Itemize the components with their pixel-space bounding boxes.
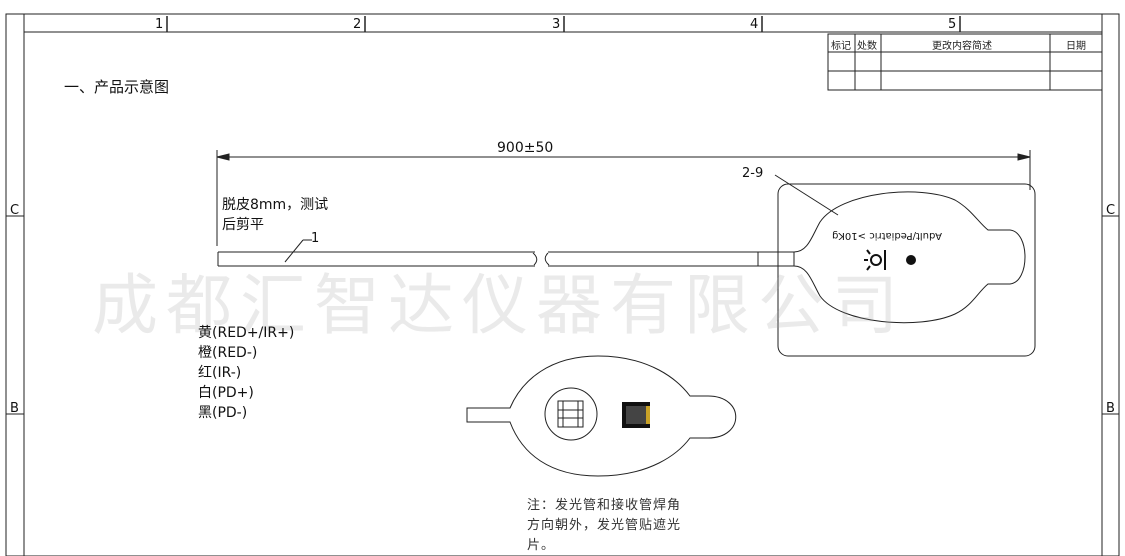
emitter-ring — [544, 387, 598, 441]
revision-header-description: 更改内容简述 — [932, 41, 992, 52]
wire-yellow: 黄(RED+/IR+) — [198, 325, 295, 341]
wire-orange: 橙(RED-) — [198, 345, 258, 361]
dimension-label: 900±50 — [497, 140, 554, 156]
sensor-callout — [774, 174, 839, 216]
sensor-size-label: Adult/Pediatric >10Kg — [832, 230, 942, 241]
zone-number-2: 2 — [353, 17, 362, 32]
outer-frame — [5, 13, 1120, 556]
sensor-body-bottom — [466, 355, 737, 477]
wire-red: 红(IR-) — [198, 365, 242, 381]
wire-color-list: 黄(RED+/IR+) 橙(RED-) 红(IR-) 白(PD+) 黑(PD-) — [198, 323, 294, 423]
sensor-panel — [777, 183, 1036, 357]
wire-black: 黑(PD-) — [198, 405, 248, 421]
row-letter-b-right: B — [1106, 401, 1115, 416]
cable-note-line-1: 脱皮8mm，测试 — [222, 197, 329, 213]
detector-chip — [622, 402, 650, 428]
sensor-body-top — [793, 191, 1026, 324]
row-letter-c-right: C — [1106, 203, 1116, 218]
zone-number-5: 5 — [948, 17, 957, 32]
note-line-1: 注：发光管和接收管焊角 — [527, 498, 682, 513]
section-title: 一、产品示意图 — [64, 78, 170, 96]
zone-number-1: 1 — [155, 17, 164, 32]
cable-note-line-2: 后剪平 — [222, 217, 264, 233]
zone-number-3: 3 — [552, 17, 561, 32]
photodiode-dot — [906, 255, 916, 265]
dimension-line — [216, 150, 1031, 246]
revision-table-grid — [827, 33, 1103, 91]
assembly-note: 注：发光管和接收管焊角 方向朝外，发光管贴遮光 片。 — [527, 496, 707, 556]
emitter-chip — [557, 400, 584, 428]
cable-callout — [284, 239, 312, 263]
revision-header-date: 日期 — [1066, 41, 1086, 52]
wire-white: 白(PD+) — [198, 385, 254, 401]
row-letter-b-left: B — [10, 401, 19, 416]
revision-header-count: 处数 — [857, 41, 877, 52]
row-letter-c-left: C — [10, 203, 20, 218]
zone-number-4: 4 — [750, 17, 759, 32]
cable — [217, 251, 795, 267]
watermark: 成都汇智达仪器有限公司 — [92, 267, 906, 344]
note-line-2: 方向朝外，发光管贴遮光 — [527, 518, 682, 533]
led-symbol — [864, 249, 886, 271]
cable-callout-label: 1 — [311, 231, 320, 246]
revision-header-mark: 标记 — [831, 41, 851, 52]
cable-note: 脱皮8mm，测试 后剪平 — [222, 195, 328, 235]
sensor-callout-label: 2-9 — [742, 166, 764, 181]
note-line-3: 片。 — [527, 538, 556, 553]
